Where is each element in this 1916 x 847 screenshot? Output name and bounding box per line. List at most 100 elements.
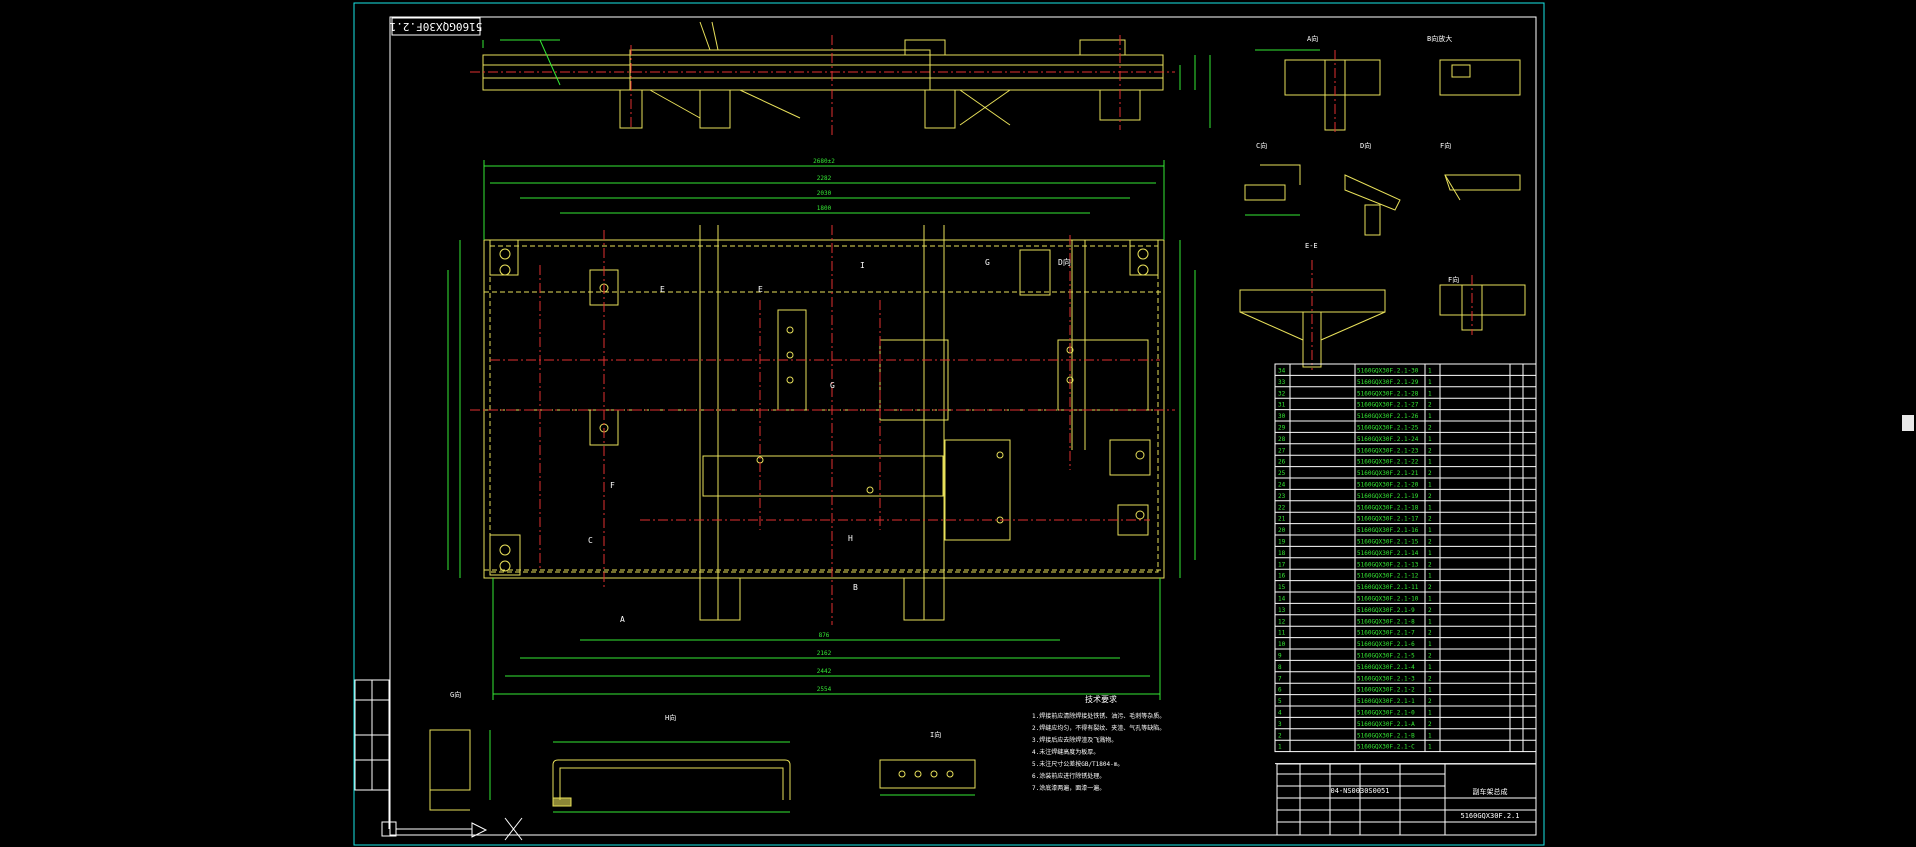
parts-cell: 16 — [1278, 573, 1286, 580]
parts-cell: 2 — [1428, 402, 1432, 409]
plan-label-g1: G — [985, 258, 990, 267]
detail-view-g: G向 — [429, 690, 491, 811]
label-view-c: C向 — [1256, 141, 1267, 150]
mirrored-part-code: 5160GQX30F.2.1 — [390, 20, 483, 33]
title-doc-code: 04-NS0030S0051 — [1330, 787, 1389, 795]
parts-cell: 15 — [1278, 584, 1286, 591]
plan-view — [470, 225, 1175, 625]
parts-cell: 5160GQX30F.2.1-1 — [1357, 698, 1415, 705]
parts-cell: 23 — [1278, 493, 1286, 500]
parts-cell: 2 — [1428, 607, 1432, 614]
dim-overall-7: 2554 — [817, 686, 832, 693]
parts-cell: 5160GQX30F.2.1-17 — [1357, 516, 1419, 523]
parts-cell: 27 — [1278, 447, 1286, 454]
parts-cell: 1 — [1428, 744, 1432, 751]
parts-cell: 30 — [1278, 413, 1286, 420]
parts-cell: 1 — [1428, 504, 1432, 511]
label-view-a: A向 — [1307, 34, 1318, 43]
parts-cell: 1 — [1278, 744, 1282, 751]
parts-cell: 5160GQX30F.2.1-5 — [1357, 653, 1415, 660]
parts-cell: 5160GQX30F.2.1-7 — [1357, 630, 1415, 637]
parts-cell: 5160GQX30F.2.1-21 — [1357, 470, 1419, 477]
parts-cell: 6 — [1278, 687, 1282, 694]
parts-cell: 5160GQX30F.2.1-15 — [1357, 539, 1419, 546]
tech-req-1: 1.焊接前应清除焊接处铁锈、油污、毛刺等杂质。 — [1032, 712, 1165, 720]
plan-label-h: H — [848, 534, 853, 543]
parts-cell: 5160GQX30F.2.1-14 — [1357, 550, 1419, 557]
parts-cell: 5160GQX30F.2.1-8 — [1357, 618, 1415, 625]
parts-cell: 1 — [1428, 596, 1432, 603]
parts-cell: 9 — [1278, 653, 1282, 660]
detail-view-i: I向 — [879, 730, 976, 796]
parts-cell: 34 — [1278, 368, 1286, 375]
tech-req-4: 4.未注焊缝高度为板厚。 — [1032, 748, 1099, 756]
dim-overall-3: 1800 — [817, 205, 832, 212]
parts-cell: 29 — [1278, 425, 1286, 432]
parts-cell: 2 — [1428, 721, 1432, 728]
tech-req-5: 5.未注尺寸公差按GB/T1804-m。 — [1032, 760, 1123, 768]
parts-cell: 5160GQX30F.2.1-2 — [1357, 687, 1415, 694]
technical-requirements: 技术要求 1.焊接前应清除焊接处铁锈、油污、毛刺等杂质。 2.焊缝应均匀，不得有… — [1032, 694, 1165, 792]
parts-cell: 8 — [1278, 664, 1282, 671]
parts-cell: 2 — [1428, 675, 1432, 682]
mirrored-code-box — [391, 17, 481, 36]
parts-cell: 1 — [1428, 459, 1432, 466]
tech-req-title: 技术要求 — [1085, 694, 1117, 704]
parts-cell: 2 — [1428, 630, 1432, 637]
parts-cell: 5160GQX30F.2.1-0 — [1357, 710, 1415, 717]
parts-cell: 1 — [1428, 390, 1432, 397]
parts-cell: 26 — [1278, 459, 1286, 466]
parts-cell: 2 — [1428, 561, 1432, 568]
parts-cell: 5160GQX30F.2.1-28 — [1357, 390, 1419, 397]
parts-cell: 1 — [1428, 436, 1432, 443]
scrollbar-thumb[interactable] — [1902, 415, 1914, 431]
parts-cell: 2 — [1428, 539, 1432, 546]
tech-req-3: 3.焊接后应去除焊渣及飞溅物。 — [1032, 736, 1117, 744]
detail-view-f: F向 — [1439, 275, 1526, 335]
plan-label-c: C — [588, 536, 593, 545]
tech-req-2: 2.焊缝应均匀，不得有裂纹、夹渣、气孔等缺陷。 — [1032, 724, 1165, 732]
detail-view-e-e: E-E — [1239, 242, 1386, 370]
dim-overall-4: 876 — [819, 632, 830, 639]
parts-cell: 5160GQX30F.2.1-6 — [1357, 641, 1415, 648]
parts-cell: 12 — [1278, 618, 1286, 625]
parts-cell: 2 — [1428, 516, 1432, 523]
parts-cell: 1 — [1428, 550, 1432, 557]
ucs-icon — [381, 690, 523, 841]
parts-cell: 1 — [1428, 482, 1432, 489]
parts-cell: 17 — [1278, 561, 1286, 568]
parts-cell: 5160GQX30F.2.1-3 — [1357, 675, 1415, 682]
parts-cell: 1 — [1428, 618, 1432, 625]
parts-cell: 5160GQX30F.2.1-18 — [1357, 504, 1419, 511]
label-view-g: G向 — [450, 690, 461, 699]
parts-cell: 18 — [1278, 550, 1286, 557]
parts-cell: 1 — [1428, 710, 1432, 717]
parts-cell: 1 — [1428, 664, 1432, 671]
parts-cell: 5160GQX30F.2.1-11 — [1357, 584, 1419, 591]
parts-cell: 2 — [1428, 493, 1432, 500]
plan-label-f: F — [610, 481, 615, 490]
plan-label-b: B — [853, 583, 858, 592]
parts-cell: 10 — [1278, 641, 1286, 648]
parts-cell: 13 — [1278, 607, 1286, 614]
vertical-scrollbar[interactable] — [1900, 0, 1916, 847]
parts-cell: 5160GQX30F.2.1-16 — [1357, 527, 1419, 534]
label-view-f-upper: F向 — [1440, 141, 1451, 150]
sheet-outer-border — [353, 2, 1545, 846]
dim-overall-1: 2282 — [817, 175, 832, 182]
plan-label-e1: E — [660, 285, 665, 294]
parts-cell: 1 — [1428, 527, 1432, 534]
label-view-d: D向 — [1360, 141, 1371, 150]
parts-cell: 5160GQX30F.2.1-25 — [1357, 425, 1419, 432]
overall-dimensions — [447, 160, 1196, 700]
parts-cell: 2 — [1428, 447, 1432, 454]
parts-cell: 1 — [1428, 413, 1432, 420]
parts-cell: 5160GQX30F.2.1-27 — [1357, 402, 1419, 409]
label-view-h: H向 — [665, 713, 676, 722]
parts-cell: 2 — [1428, 470, 1432, 477]
parts-cell: 1 — [1428, 641, 1432, 648]
parts-cell: 5160GQX30F.2.1-23 — [1357, 447, 1419, 454]
